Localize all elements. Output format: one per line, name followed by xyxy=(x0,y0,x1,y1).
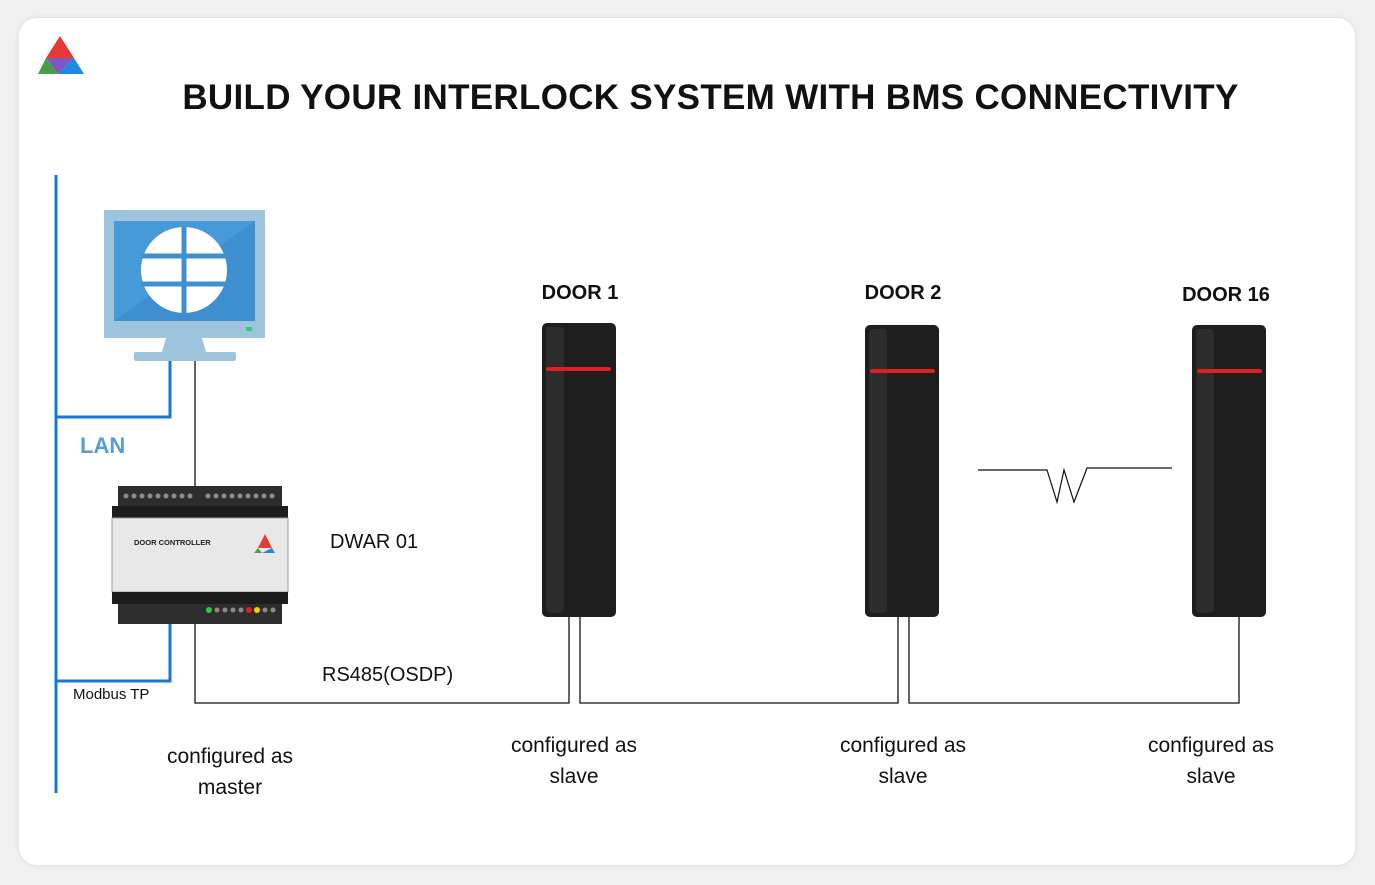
door-label-2: DOOR 2 xyxy=(864,282,942,304)
card-reader-door-16 xyxy=(1192,325,1266,617)
controller-role: configured as master xyxy=(130,741,330,803)
door-2-role: configured as slave xyxy=(803,730,1003,792)
controller-panel-text: DOOR CONTROLLER xyxy=(134,538,211,547)
role-line-2: slave xyxy=(1186,765,1236,788)
computer-monitor-icon xyxy=(104,210,265,361)
network-lines xyxy=(54,175,172,793)
globe-icon xyxy=(141,227,227,313)
role-line-2: master xyxy=(197,776,263,799)
card-reader-door-2 xyxy=(865,325,939,617)
controller-device-label: DWAR 01 xyxy=(330,531,419,553)
triangle-logo-icon xyxy=(38,36,84,74)
role-line-2: slave xyxy=(549,765,599,788)
rs485-label: RS485(OSDP) xyxy=(322,664,454,686)
door-label-1: DOOR 1 xyxy=(541,282,619,304)
rs485-bus-lines xyxy=(194,617,1240,704)
modbus-label: Modbus TP xyxy=(73,686,150,703)
page-title: BUILD YOUR INTERLOCK SYSTEM WITH BMS CON… xyxy=(182,78,1239,117)
door-1-role: configured as slave xyxy=(474,730,674,792)
role-line-1: configured as xyxy=(839,734,967,757)
door-label-16: DOOR 16 xyxy=(1182,284,1270,306)
card-reader-door-1 xyxy=(542,323,616,617)
lan-label: LAN xyxy=(80,433,126,458)
diagram-card xyxy=(19,18,1355,865)
role-line-2: slave xyxy=(878,765,928,788)
continuation-break-symbol xyxy=(978,467,1172,505)
role-line-1: configured as xyxy=(166,745,294,768)
door-16-role: configured as slave xyxy=(1111,730,1311,792)
role-line-1: configured as xyxy=(1147,734,1275,757)
door-controller-device xyxy=(111,486,289,624)
role-line-1: configured as xyxy=(510,734,638,757)
